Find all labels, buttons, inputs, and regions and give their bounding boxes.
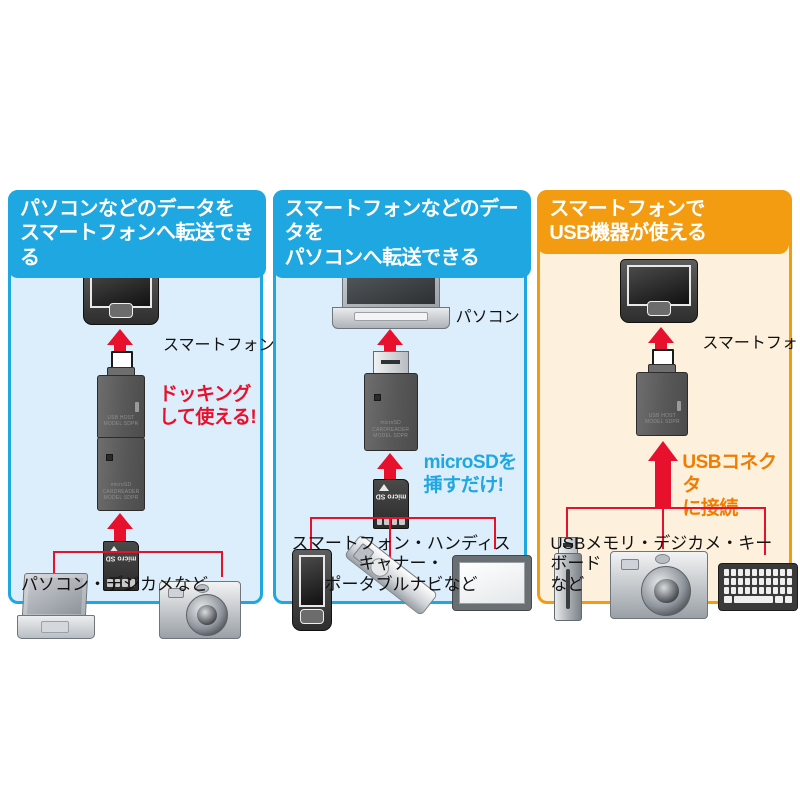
wire-right-drop bbox=[221, 551, 223, 577]
arrow-to-pc-head bbox=[376, 329, 403, 345]
navi-screen bbox=[458, 562, 525, 604]
smartphone-illustration bbox=[620, 259, 699, 323]
keyboard-row bbox=[724, 569, 793, 576]
usb-memory-body bbox=[554, 553, 583, 621]
microsd-card: micro SD bbox=[103, 541, 139, 591]
sd-card-pins bbox=[107, 579, 135, 587]
microsd-cardreader-module: microSD CARDREADER MODEL SDPR bbox=[97, 437, 145, 511]
phone-screen bbox=[627, 265, 692, 307]
digital-camera-illustration bbox=[159, 581, 241, 639]
panel-smartphone-to-pc: スマートフォンなどのデータを パソコンへ転送できる パソコン bbox=[272, 190, 532, 631]
smartphone-label: スマートフォン bbox=[702, 335, 800, 352]
smartphone-label: スマートフォン bbox=[163, 337, 275, 354]
wire-horizontal bbox=[566, 507, 767, 509]
smartphone-source bbox=[291, 549, 332, 631]
phone-home-button bbox=[647, 301, 672, 316]
camera-flash bbox=[168, 588, 184, 598]
module-indicator-dot bbox=[106, 454, 113, 461]
wire-drop-phone bbox=[309, 517, 312, 549]
usb-host-module-text: USB HOST MODEL SDPR bbox=[644, 412, 680, 426]
camera-flash bbox=[621, 559, 640, 570]
keyboard-row bbox=[724, 587, 793, 594]
microsd-cardreader-module-text: microSD CARDREADER MODEL SDPR bbox=[372, 419, 410, 440]
usb-host-module: USB HOST MODEL SDPR bbox=[97, 375, 145, 439]
module-led bbox=[135, 402, 139, 412]
panel-2-heading: スマートフォンなどのデータを パソコンへ転送できる bbox=[272, 190, 531, 279]
wire-drop-keyboard bbox=[764, 507, 767, 555]
arrow-to-module-head bbox=[107, 513, 133, 529]
usb-memory-slot bbox=[566, 568, 570, 610]
panel-1-caption: パソコン・デジカメなど bbox=[21, 574, 208, 594]
wire-drop-camera bbox=[662, 507, 665, 549]
camera-lens bbox=[186, 594, 228, 636]
sd-card-pins bbox=[376, 517, 405, 525]
wire-horizontal bbox=[309, 517, 496, 519]
panel-2-caption: スマートフォン・ハンディスキャナー・ ポータブルナビなど bbox=[291, 533, 511, 594]
notebook-base bbox=[331, 307, 450, 329]
arrow-to-phone-head bbox=[648, 327, 675, 343]
wire-left-drop bbox=[53, 551, 55, 577]
sd-arrow-marker bbox=[378, 484, 389, 491]
phone-home-button bbox=[299, 609, 324, 624]
panel-3-heading: スマートフォンで USB機器が使える bbox=[537, 190, 790, 254]
digital-camera-illustration bbox=[610, 551, 709, 619]
microsd-card: micro SD bbox=[372, 479, 409, 529]
portable-navi bbox=[451, 555, 532, 611]
panel-group: パソコンなどのデータを スマートフォンへ転送できる スマートフォン USB bbox=[8, 190, 800, 639]
sd-card-label: micro SD bbox=[375, 493, 407, 501]
usb-connect-callout: USBコネクタ に接続 bbox=[682, 452, 777, 519]
arrow-to-host-stem bbox=[655, 461, 672, 507]
camera-lens bbox=[641, 566, 692, 616]
panel-1-heading: パソコンなどのデータを スマートフォンへ転送できる bbox=[8, 190, 266, 279]
keyboard-illustration bbox=[718, 563, 799, 611]
camera-shutter-button bbox=[196, 584, 209, 593]
usb-host-module: USB HOST MODEL SDPR bbox=[636, 372, 689, 436]
phone-screen bbox=[298, 555, 325, 607]
keyboard-row bbox=[724, 578, 793, 585]
wire-horizontal bbox=[53, 551, 223, 553]
panel-3-body: スマートフォン USB HOST MODEL SDPR USBコネクタ に接続 bbox=[540, 255, 800, 621]
panel-2-body: パソコン microSD CARDREADER MODEL SDPR mic bbox=[276, 255, 532, 631]
wire-drop-usbmem bbox=[566, 507, 569, 539]
module-led bbox=[677, 401, 682, 411]
laptop-trackpad bbox=[41, 621, 69, 633]
docking-callout: ドッキング して使える! bbox=[159, 384, 257, 429]
microsd-cardreader-module: microSD CARDREADER MODEL SDPR bbox=[363, 373, 418, 451]
usb-host-module-text: USB HOST MODEL SDPR bbox=[103, 414, 139, 428]
arrow-to-reader-stem bbox=[383, 467, 396, 479]
panel-pc-to-smartphone: パソコンなどのデータを スマートフォンへ転送できる スマートフォン USB bbox=[8, 190, 275, 639]
wire-drop-navi bbox=[493, 517, 496, 549]
panel-1-body: スマートフォン USB HOST MODEL SDPR microSD CARD… bbox=[11, 255, 275, 639]
keyboard-row bbox=[724, 596, 793, 603]
wire-drop-scanner bbox=[388, 517, 391, 559]
insert-microsd-callout: microSDを 挿すだけ! bbox=[423, 452, 518, 497]
camera-shutter-button bbox=[655, 554, 671, 564]
pc-label: パソコン bbox=[455, 309, 520, 326]
module-indicator-dot bbox=[373, 394, 381, 401]
panel-usb-device-on-smartphone: スマートフォンで USB機器が使える スマートフォン USB HOST MO bbox=[537, 190, 800, 621]
panel-3-caption: USBメモリ・デジカメ・キーボード など bbox=[550, 533, 773, 594]
arrow-to-phone-head bbox=[107, 329, 133, 345]
phone-home-button bbox=[109, 303, 133, 318]
arrow-to-module-stem bbox=[114, 527, 126, 541]
arrow-to-reader-head bbox=[376, 453, 403, 469]
arrow-to-phone-stem bbox=[655, 341, 668, 351]
arrow-to-host-head bbox=[648, 441, 679, 461]
microsd-cardreader-module-text: microSD CARDREADER MODEL SDPR bbox=[102, 481, 140, 502]
sd-arrow-marker bbox=[109, 546, 119, 553]
arrow-to-pc-stem bbox=[383, 343, 396, 353]
sd-card-label: micro SD bbox=[105, 555, 137, 563]
